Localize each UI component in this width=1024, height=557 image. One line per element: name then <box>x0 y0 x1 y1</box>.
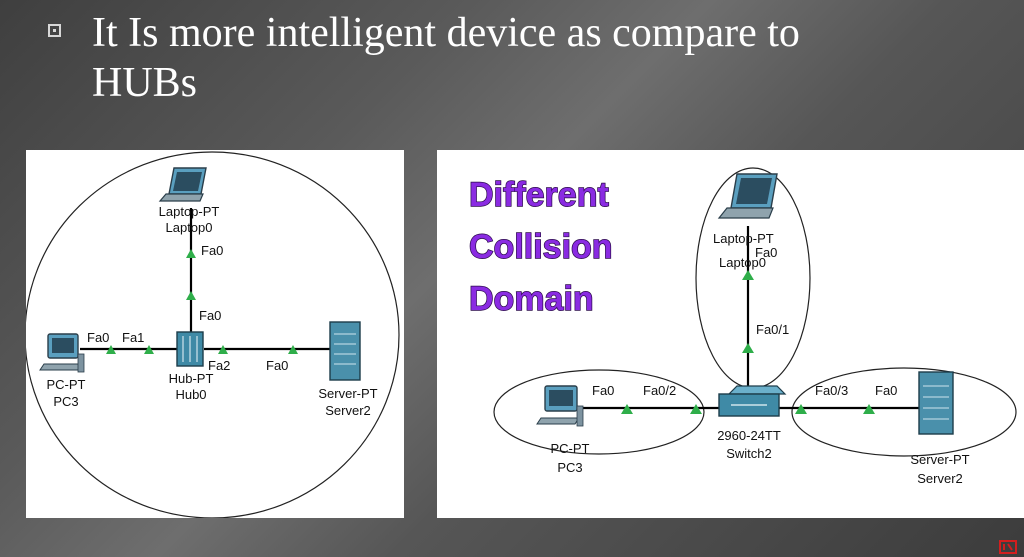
laptop-type-label: Laptop-PT <box>713 231 774 246</box>
switch-port-top-label: Fa0/1 <box>756 322 789 337</box>
link-up-indicator <box>186 291 196 300</box>
pc-icon[interactable] <box>536 385 584 427</box>
pc-type-label: PC-PT <box>47 377 86 392</box>
pc-name-label: PC3 <box>557 460 582 475</box>
link-up-indicator <box>742 270 754 280</box>
laptop-icon[interactable] <box>158 167 207 202</box>
hub-port-right-label: Fa2 <box>208 358 230 373</box>
hub-port-left-label: Fa1 <box>122 330 144 345</box>
server-type-label: Server-PT <box>910 452 969 467</box>
server-port-label: Fa0 <box>266 358 288 373</box>
server-name-label: Server2 <box>917 471 963 486</box>
hub-port-top-label: Fa0 <box>199 308 221 323</box>
heading-line-2: Collision <box>469 228 613 266</box>
switch-icon[interactable] <box>718 385 787 417</box>
pc-port-label: Fa0 <box>87 330 109 345</box>
collision-domain-pc <box>493 369 705 455</box>
bullet-text: It Is more intelligent device as compare… <box>92 10 800 106</box>
link-up-indicator <box>106 345 116 354</box>
server-icon[interactable] <box>918 371 954 435</box>
collision-domain-circle <box>26 151 400 518</box>
laptop-type-label: Laptop-PT <box>159 204 220 219</box>
link-up-indicator <box>795 404 807 414</box>
server-port-label: Fa0 <box>875 383 897 398</box>
laptop-name-label: Laptop0 <box>719 255 766 270</box>
server-icon[interactable] <box>329 321 361 381</box>
switch-port-right-label: Fa0/3 <box>815 383 848 398</box>
pc-port-label: Fa0 <box>592 383 614 398</box>
link-up-indicator <box>144 345 154 354</box>
laptop-name-label: Laptop0 <box>166 220 213 235</box>
link-up-indicator <box>218 345 228 354</box>
pc-icon[interactable] <box>39 333 85 373</box>
laptop-port-label: Fa0 <box>755 245 777 260</box>
link-up-indicator <box>863 404 875 414</box>
channel-logo-icon <box>999 540 1017 554</box>
server-name-label: Server2 <box>325 403 371 418</box>
hub-type-label: Hub-PT <box>169 371 214 386</box>
switch-type-label: 2960-24TT <box>717 428 781 443</box>
laptop-port-label: Fa0 <box>201 243 223 258</box>
hub-diagram: Laptop-PT Laptop0 Fa0 Fa0 Fa0 Fa1 Fa2 Fa… <box>26 151 400 518</box>
hub-diagram-panel: Laptop-PT Laptop0 Fa0 Fa0 Fa0 Fa1 Fa2 Fa… <box>26 150 404 518</box>
laptop-icon[interactable] <box>717 173 778 219</box>
bullet-icon <box>48 24 61 37</box>
switch-diagram: Different Collision Domain Laptop-PT Lap… <box>468 167 1017 486</box>
collision-domain-server <box>791 367 1017 457</box>
link-up-indicator <box>288 345 298 354</box>
link-up-indicator <box>621 404 633 414</box>
pc-name-label: PC3 <box>53 394 78 409</box>
pc-type-label: PC-PT <box>551 441 590 456</box>
heading-line-3: Domain <box>469 280 594 318</box>
switch-port-left-label: Fa0/2 <box>643 383 676 398</box>
hub-name-label: Hub0 <box>175 387 206 402</box>
link-up-indicator <box>186 249 196 258</box>
hub-icon[interactable] <box>176 331 204 367</box>
switch-diagram-panel: Different Collision Domain Laptop-PT Lap… <box>437 150 1024 518</box>
link-up-indicator <box>742 343 754 353</box>
link-up-indicator <box>690 404 702 414</box>
switch-name-label: Switch2 <box>726 446 772 461</box>
server-type-label: Server-PT <box>318 386 377 401</box>
heading-line-1: Different <box>469 176 609 214</box>
